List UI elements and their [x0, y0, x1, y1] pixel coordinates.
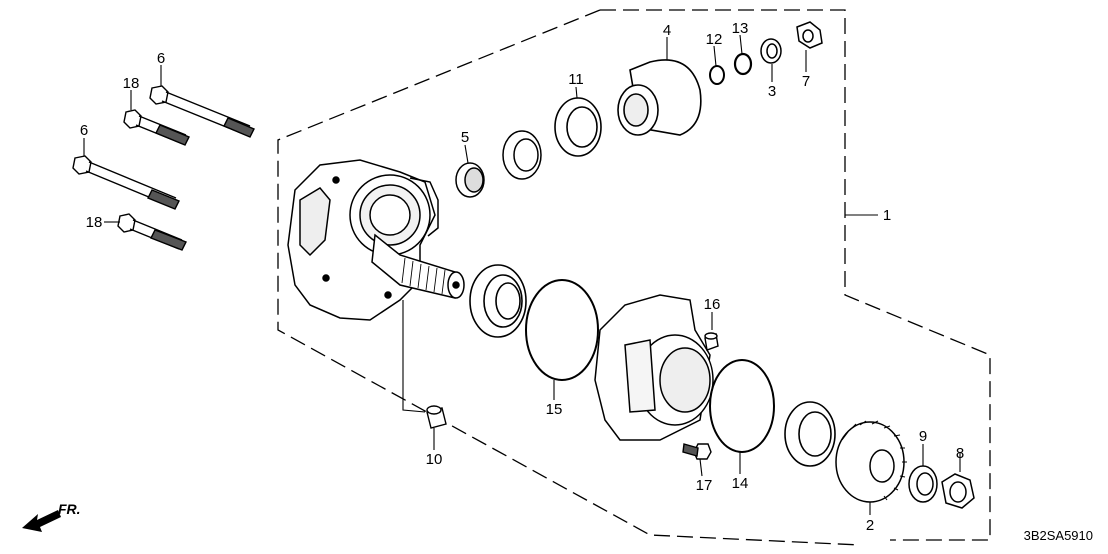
callout-3: 3	[768, 83, 776, 100]
callout-5: 5	[461, 129, 469, 146]
washer-3	[760, 38, 782, 64]
o-ring-15	[525, 279, 599, 381]
callout-18-lower: 18	[86, 214, 103, 231]
assembly-outline	[277, 9, 991, 546]
transfer-housing	[287, 159, 465, 321]
roller-bearing-mid	[469, 264, 527, 338]
callout-16: 16	[704, 296, 721, 313]
callout-15: 15	[546, 401, 563, 418]
callout-11: 11	[568, 71, 584, 88]
companion-flange-4	[617, 59, 702, 136]
roller-bearing-lower	[784, 401, 836, 467]
nut-7	[796, 21, 823, 49]
collar-5	[455, 162, 485, 198]
callout-4: 4	[663, 22, 671, 39]
callout-6-upper: 6	[157, 50, 165, 67]
callout-2: 2	[866, 517, 874, 534]
oil-seal-11	[554, 97, 602, 157]
bolt-long-upper	[149, 85, 255, 138]
callout-14: 14	[732, 475, 749, 492]
bolt-short-upper	[123, 109, 190, 146]
callout-10: 10	[426, 451, 443, 468]
callout-7: 7	[802, 73, 810, 90]
helical-gear-2	[835, 420, 907, 503]
callout-17: 17	[696, 477, 713, 494]
dowel-pin-16	[704, 332, 719, 351]
callout-6-lower: 6	[80, 122, 88, 139]
callout-13: 13	[732, 20, 749, 37]
o-ring-12	[709, 65, 725, 85]
callout-8: 8	[956, 445, 964, 462]
nut-8	[941, 473, 975, 509]
callout-1: 1	[883, 207, 891, 224]
cover-plate	[594, 294, 714, 441]
leader-lines	[83, 34, 961, 515]
o-ring-14	[709, 359, 775, 453]
front-label: FR.	[58, 501, 81, 517]
callout-18-upper: 18	[123, 75, 140, 92]
washer-9	[908, 465, 938, 503]
flange-bolt-17	[682, 443, 712, 460]
callout-12: 12	[706, 31, 723, 48]
front-arrow-icon	[22, 510, 61, 532]
callout-9: 9	[919, 428, 927, 445]
bolt-long-lower	[72, 155, 180, 210]
bolt-short-lower	[117, 213, 187, 251]
bearing-upper	[502, 130, 542, 180]
diagram-code: 3B2SA5910	[1024, 528, 1093, 543]
snap-ring-13	[733, 52, 753, 76]
dowel-10	[426, 405, 447, 429]
